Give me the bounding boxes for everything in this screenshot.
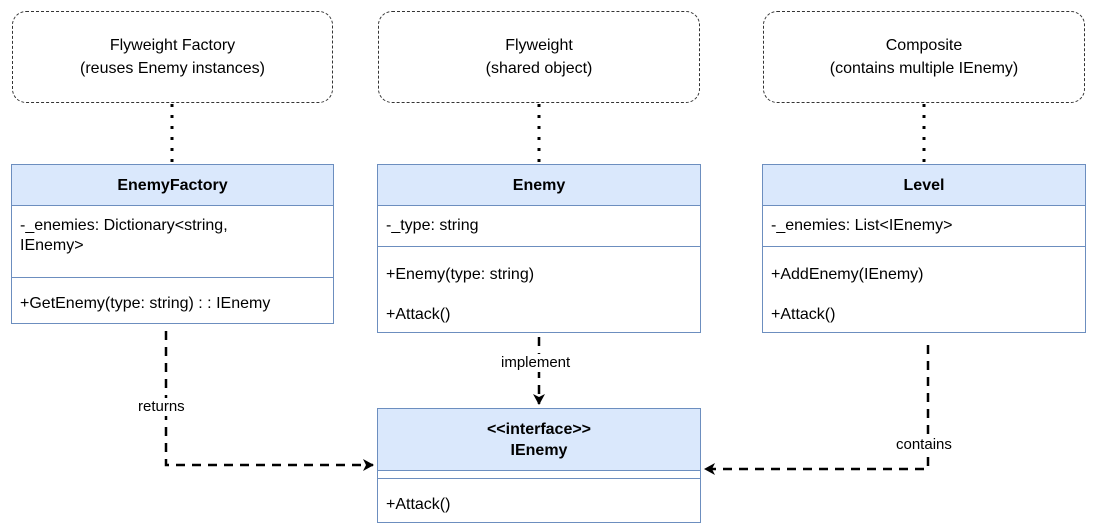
attribute: -_enemies: Dictionary<string, bbox=[20, 217, 228, 234]
methods-section: +GetEnemy(type: string) : : IEnemy bbox=[12, 278, 333, 314]
attribute: -_enemies: List<IEnemy> bbox=[771, 217, 953, 234]
class-name: Level bbox=[903, 176, 945, 194]
class-name: IEnemy bbox=[510, 441, 568, 459]
note-flyweight-factory: Flyweight Factory (reuses Enemy instance… bbox=[12, 11, 333, 103]
note-composite-line2: (contains multiple IEnemy) bbox=[829, 60, 1019, 77]
class-level-header: Level bbox=[763, 165, 1085, 206]
attributes-section: -_type: string bbox=[378, 206, 700, 247]
note-composite: Composite (contains multiple IEnemy) bbox=[763, 11, 1085, 103]
class-level[interactable]: Level -_enemies: List<IEnemy> +AddEnemy(… bbox=[762, 164, 1086, 333]
class-name: Enemy bbox=[512, 176, 566, 194]
method: +Attack() bbox=[386, 496, 451, 513]
class-enemy-header: Enemy bbox=[378, 165, 700, 206]
implement-label: implement bbox=[499, 354, 573, 372]
method: +GetEnemy(type: string) : : IEnemy bbox=[20, 295, 271, 312]
method: +AddEnemy(IEnemy) bbox=[771, 266, 924, 283]
class-enemy-factory[interactable]: EnemyFactory -_enemies: Dictionary<strin… bbox=[11, 164, 334, 324]
method: +Attack() bbox=[386, 306, 451, 323]
note-factory-line2: (reuses Enemy instances) bbox=[80, 60, 265, 77]
methods-section: +AddEnemy(IEnemy) +Attack() bbox=[763, 247, 1085, 325]
class-name: EnemyFactory bbox=[117, 176, 228, 194]
class-enemy-factory-header: EnemyFactory bbox=[12, 165, 333, 206]
returns-label: returns bbox=[136, 398, 187, 416]
class-enemy[interactable]: Enemy -_type: string +Enemy(type: string… bbox=[377, 164, 701, 333]
method: +Enemy(type: string) bbox=[386, 266, 535, 283]
note-flyweight-line1: Flyweight bbox=[505, 37, 573, 54]
attributes-section bbox=[378, 471, 700, 479]
stereotype: <<interface>> bbox=[486, 420, 592, 438]
attribute-continued: IEnemy> bbox=[20, 237, 84, 254]
note-flyweight: Flyweight (shared object) bbox=[378, 11, 700, 103]
contains-label: contains bbox=[894, 436, 954, 454]
returns-edge bbox=[164, 331, 374, 471]
note-flyweight-line2: (shared object) bbox=[485, 60, 593, 77]
interface-ienemy-header: <<interface>> IEnemy bbox=[378, 409, 700, 471]
method: +Attack() bbox=[771, 306, 836, 323]
interface-ienemy[interactable]: <<interface>> IEnemy +Attack() bbox=[377, 408, 701, 523]
note-composite-line1: Composite bbox=[885, 37, 963, 54]
attribute: -_type: string bbox=[386, 217, 479, 234]
contains-edge bbox=[704, 345, 930, 475]
note-factory-line1: Flyweight Factory bbox=[109, 37, 236, 54]
methods-section: +Attack() bbox=[378, 479, 700, 515]
attributes-section: -_enemies: Dictionary<string, IEnemy> bbox=[12, 206, 333, 278]
attributes-section: -_enemies: List<IEnemy> bbox=[763, 206, 1085, 247]
methods-section: +Enemy(type: string) +Attack() bbox=[378, 247, 700, 325]
